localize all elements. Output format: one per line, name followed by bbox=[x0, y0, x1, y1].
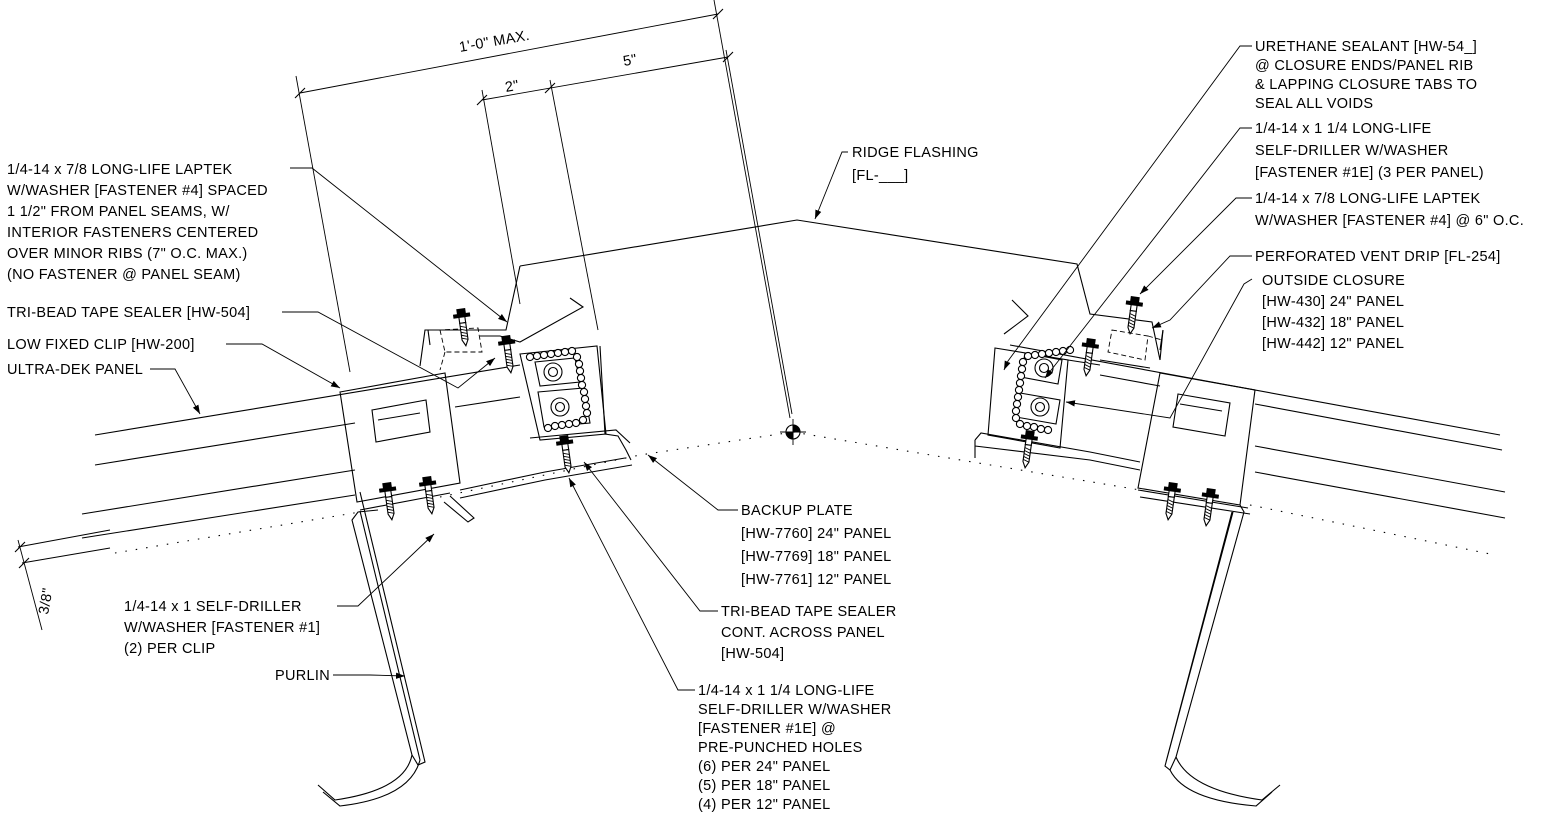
tribead-cont-line-1: TRI-BEAD TAPE SEALER bbox=[721, 604, 896, 620]
callout-sd-1e-bottom: 1/4-14 x 1 1/4 LONG-LIFE SELF-DRILLER W/… bbox=[698, 683, 891, 813]
callout-sd-clip: 1/4-14 x 1 SELF-DRILLER W/WASHER [FASTEN… bbox=[124, 599, 320, 657]
panel-label: ULTRA-DEK PANEL bbox=[7, 362, 143, 378]
sd-1e-right-line-1: 1/4-14 x 1 1/4 LONG-LIFE bbox=[1255, 121, 1431, 137]
low-clip-label: LOW FIXED CLIP [HW-200] bbox=[7, 337, 195, 353]
callout-urethane: URETHANE SEALANT [HW-54_] @ CLOSURE ENDS… bbox=[1255, 39, 1477, 112]
vent-drip-right bbox=[1107, 329, 1163, 361]
sd-1e-bottom-line-7: (4) PER 12" PANEL bbox=[698, 797, 830, 813]
left-roof-panel bbox=[81, 345, 794, 554]
laptek-left-line-6: (NO FASTENER @ PANEL SEAM) bbox=[7, 267, 241, 283]
backup-line-2: [HW-7760] 24" PANEL bbox=[741, 526, 892, 542]
callout-tribead-cont: TRI-BEAD TAPE SEALER CONT. ACROSS PANEL … bbox=[721, 604, 896, 662]
purlin-right bbox=[1137, 489, 1281, 807]
dim-3-8-label: 3/8" bbox=[36, 587, 56, 616]
sd-1e-bottom-line-3: [FASTENER #1E] @ bbox=[698, 721, 836, 737]
dim-5in-label: 5" bbox=[622, 52, 638, 70]
sd-1e-right-line-3: [FASTENER #1E] (3 PER PANEL) bbox=[1255, 165, 1484, 181]
laptek-right-line-1: 1/4-14 x 7/8 LONG-LIFE LAPTEK bbox=[1255, 191, 1481, 207]
backup-line-4: [HW-7761] 12" PANEL bbox=[741, 572, 892, 588]
callout-sd-1e-right: 1/4-14 x 1 1/4 LONG-LIFE SELF-DRILLER W/… bbox=[1255, 121, 1484, 181]
laptek-left-line-3: 1 1/2" FROM PANEL SEAMS, W/ bbox=[7, 204, 230, 220]
closure-line-1: OUTSIDE CLOSURE bbox=[1262, 273, 1405, 289]
sd-clip-line-3: (2) PER CLIP bbox=[124, 641, 215, 657]
laptek-left-line-1: 1/4-14 x 7/8 LONG-LIFE LAPTEK bbox=[7, 162, 233, 178]
callout-laptek-right: 1/4-14 x 7/8 LONG-LIFE LAPTEK W/WASHER [… bbox=[1255, 191, 1524, 229]
low-fixed-clip-right bbox=[1137, 372, 1256, 506]
right-roof-panel bbox=[792, 344, 1506, 556]
tribead-cont-line-2: CONT. ACROSS PANEL bbox=[721, 625, 885, 641]
purlin-left bbox=[317, 491, 475, 807]
sd-1e-bottom-line-6: (5) PER 18" PANEL bbox=[698, 778, 830, 794]
ridge-line-1: RIDGE FLASHING bbox=[852, 145, 979, 161]
dimension-lines bbox=[14, 0, 793, 631]
purlin-label: PURLIN bbox=[275, 668, 330, 684]
urethane-line-2: @ CLOSURE ENDS/PANEL RIB bbox=[1255, 58, 1474, 74]
closure-line-2: [HW-430] 24" PANEL bbox=[1262, 294, 1404, 310]
urethane-line-3: & LAPPING CLOSURE TABS TO bbox=[1255, 77, 1477, 93]
urethane-line-1: URETHANE SEALANT [HW-54_] bbox=[1255, 39, 1477, 55]
callout-backup: BACKUP PLATE [HW-7760] 24" PANEL [HW-776… bbox=[741, 503, 892, 588]
ridge-flashing bbox=[419, 219, 1164, 367]
urethane-line-4: SEAL ALL VOIDS bbox=[1255, 96, 1373, 112]
callout-closure: OUTSIDE CLOSURE [HW-430] 24" PANEL [HW-4… bbox=[1262, 273, 1405, 352]
closure-line-4: [HW-442] 12" PANEL bbox=[1262, 336, 1404, 352]
backup-line-3: [HW-7769] 18" PANEL bbox=[741, 549, 892, 565]
laptek-left-line-4: INTERIOR FASTENERS CENTERED bbox=[7, 225, 258, 241]
laptek-left-line-2: W/WASHER [FASTENER #4] SPACED bbox=[7, 183, 268, 199]
laptek-right-line-2: W/WASHER [FASTENER #4] @ 6" O.C. bbox=[1255, 213, 1524, 229]
backup-line-1: BACKUP PLATE bbox=[741, 503, 853, 519]
sd-clip-line-1: 1/4-14 x 1 SELF-DRILLER bbox=[124, 599, 302, 615]
dim-2in-label: 2" bbox=[504, 78, 520, 96]
tribead-left-label: TRI-BEAD TAPE SEALER [HW-504] bbox=[7, 305, 250, 321]
tribead-cont-line-3: [HW-504] bbox=[721, 646, 784, 662]
vent-label: PERFORATED VENT DRIP [FL-254] bbox=[1255, 249, 1501, 265]
callout-laptek-left: 1/4-14 x 7/8 LONG-LIFE LAPTEK W/WASHER [… bbox=[7, 162, 268, 283]
sd-1e-bottom-line-1: 1/4-14 x 1 1/4 LONG-LIFE bbox=[698, 683, 874, 699]
leader-lines bbox=[150, 45, 1253, 691]
ridge-line-2: [FL-___] bbox=[852, 168, 908, 184]
low-fixed-clip-left bbox=[339, 372, 461, 503]
sd-1e-bottom-line-4: PRE-PUNCHED HOLES bbox=[698, 740, 863, 756]
sd-1e-bottom-line-2: SELF-DRILLER W/WASHER bbox=[698, 702, 891, 718]
sd-1e-bottom-line-5: (6) PER 24" PANEL bbox=[698, 759, 830, 775]
sd-1e-right-line-2: SELF-DRILLER W/WASHER bbox=[1255, 143, 1448, 159]
dimension-text: 1'-0" MAX. 2" 5" 3/8" bbox=[36, 28, 638, 616]
closure-line-3: [HW-432] 18" PANEL bbox=[1262, 315, 1404, 331]
sd-clip-line-2: W/WASHER [FASTENER #1] bbox=[124, 620, 320, 636]
laptek-left-line-5: OVER MINOR RIBS (7" O.C. MAX.) bbox=[7, 246, 248, 262]
outside-closure-right bbox=[1067, 359, 1151, 369]
callout-ridge: RIDGE FLASHING [FL-___] bbox=[852, 145, 979, 184]
